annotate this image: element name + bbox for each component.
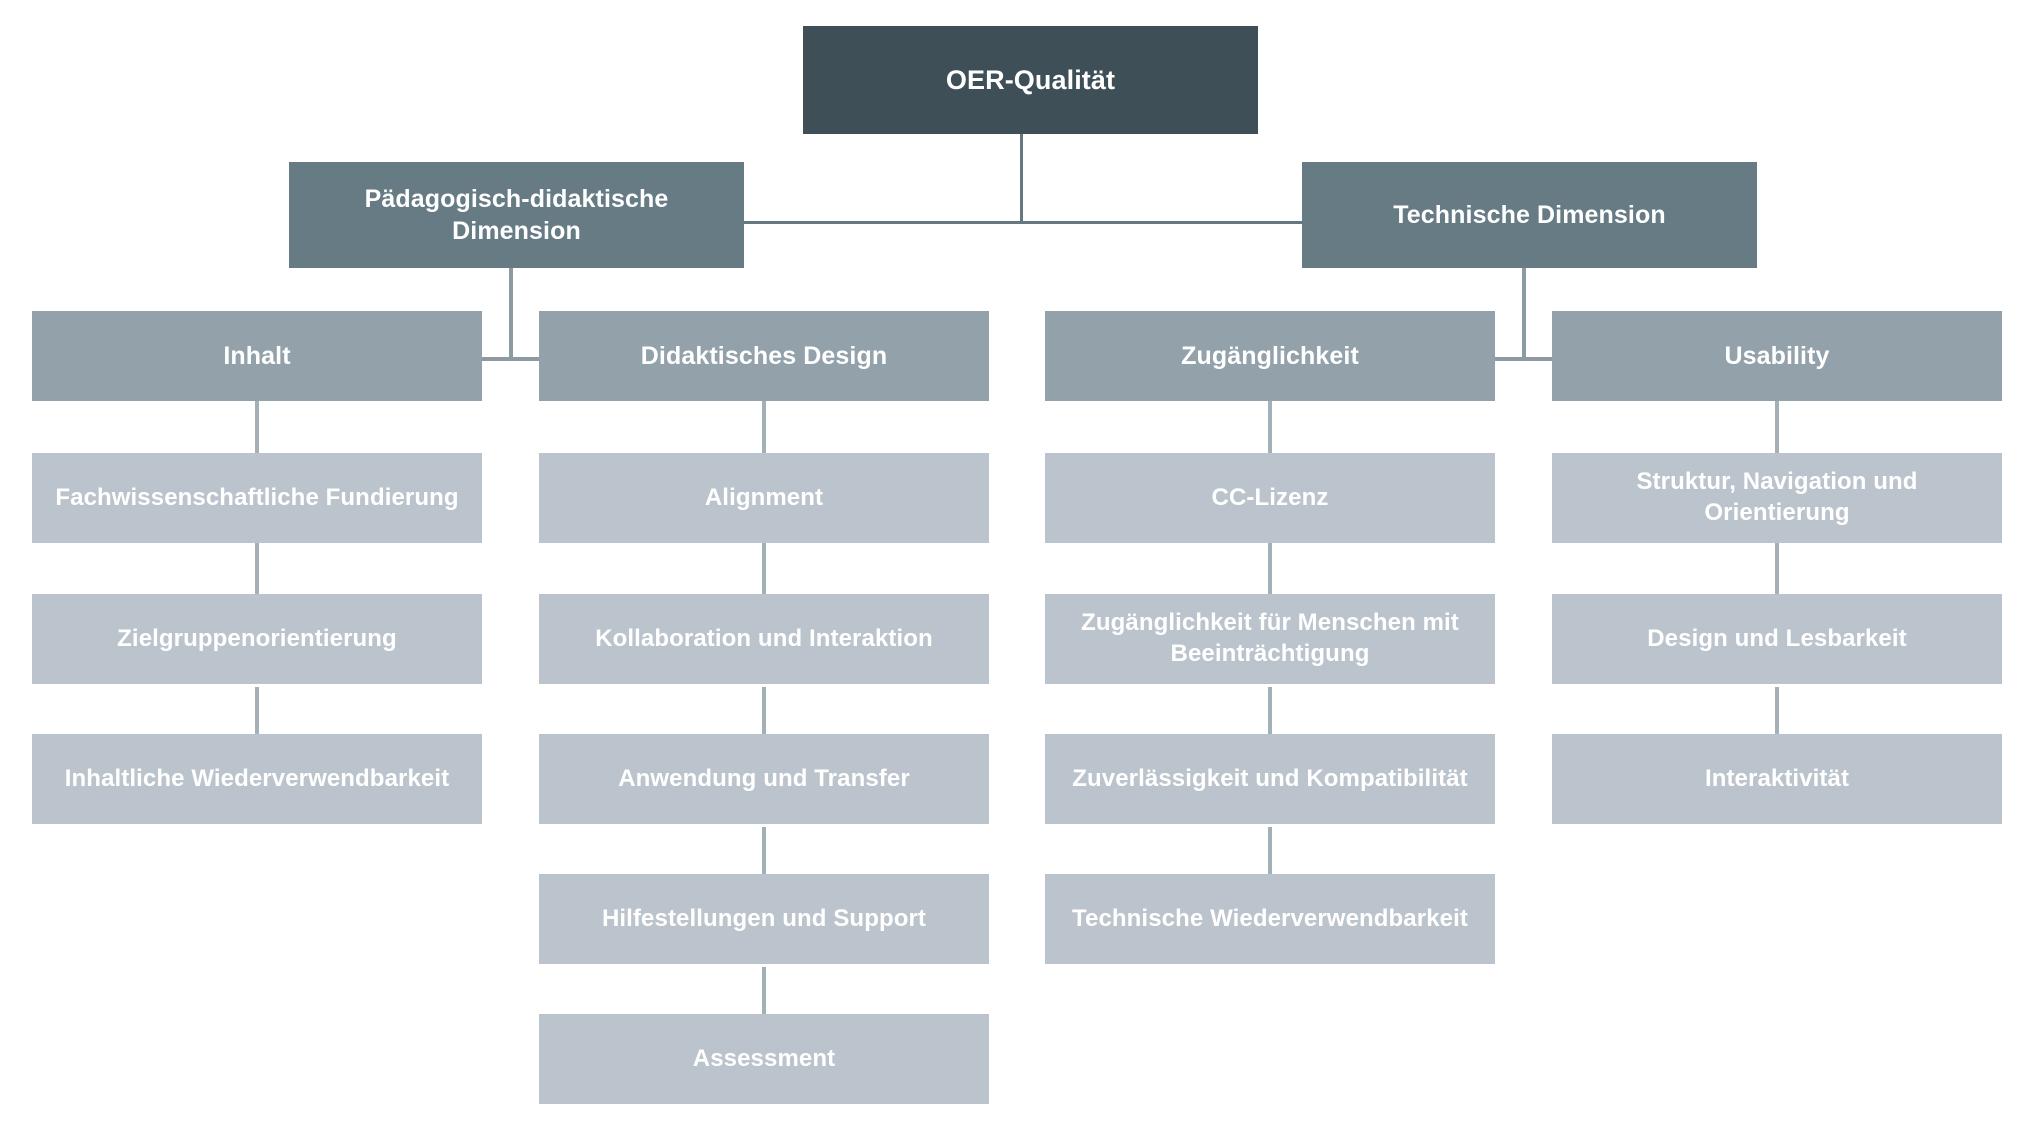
node-label: CC-Lizenz bbox=[1211, 483, 1329, 511]
node-label: Zielgruppenorientierung bbox=[117, 624, 397, 652]
connector-usability-2 bbox=[1775, 540, 1779, 597]
node-label: Zugänglichkeit für Menschen mit Beeinträ… bbox=[1081, 609, 1459, 667]
node-label: Hilfestellungen und Support bbox=[601, 904, 927, 932]
connector-didaktik-3 bbox=[762, 687, 766, 744]
node-zugaenglichkeit[interactable]: Zugänglichkeit bbox=[1045, 311, 1495, 401]
node-label: Alignment bbox=[704, 483, 824, 511]
node-label: Zugänglichkeit bbox=[1181, 342, 1359, 370]
node-inhalt[interactable]: Inhalt bbox=[32, 311, 482, 401]
node-technische-wiederverwendbarkeit[interactable]: Technische Wiederverwendbarkeit bbox=[1045, 874, 1495, 964]
node-fachwissenschaftliche-fundierung[interactable]: Fachwissenschaftliche Fundierung bbox=[32, 453, 482, 543]
connector-inhalt-2 bbox=[255, 540, 259, 597]
node-kollaboration-und-interaktion[interactable]: Kollaboration und Interaktion bbox=[539, 594, 989, 684]
connector-didaktik-1 bbox=[762, 400, 766, 457]
node-hilfestellungen-und-support[interactable]: Hilfestellungen und Support bbox=[539, 874, 989, 964]
connector-tech-bus bbox=[1270, 357, 1779, 361]
node-zuverlaessigkeit-und-kompatibilitaet[interactable]: Zuverlässigkeit und Kompatibilität bbox=[1045, 734, 1495, 824]
connector-zugang-1 bbox=[1268, 400, 1272, 457]
node-didaktisches-design[interactable]: Didaktisches Design bbox=[539, 311, 989, 401]
node-cc-lizenz[interactable]: CC-Lizenz bbox=[1045, 453, 1495, 543]
node-label: Fachwissenschaftliche Fundierung bbox=[55, 483, 459, 511]
node-assessment[interactable]: Assessment bbox=[539, 1014, 989, 1104]
node-label: Anwendung und Transfer bbox=[618, 764, 910, 792]
connector-zugang-2 bbox=[1268, 540, 1272, 597]
node-struktur-navigation-und-orientierung[interactable]: Struktur, Navigation und Orientierung bbox=[1552, 453, 2002, 543]
node-zielgruppenorientierung[interactable]: Zielgruppenorientierung bbox=[32, 594, 482, 684]
connector-zugang-3 bbox=[1268, 687, 1272, 744]
node-anwendung-und-transfer[interactable]: Anwendung und Transfer bbox=[539, 734, 989, 824]
node-inhaltliche-wiederverwendbarkeit[interactable]: Inhaltliche Wiederverwendbarkeit bbox=[32, 734, 482, 824]
connector-inhalt-3 bbox=[255, 687, 259, 744]
node-oer-qualitaet[interactable]: OER-Qualität bbox=[803, 26, 1258, 134]
node-interaktivitaet[interactable]: Interaktivität bbox=[1552, 734, 2002, 824]
node-label: Technische Wiederverwendbarkeit bbox=[1072, 904, 1468, 932]
node-label: Assessment bbox=[692, 1044, 836, 1072]
connector-didaktik-2 bbox=[762, 540, 766, 597]
connector-tech-stem bbox=[1522, 266, 1526, 360]
node-paedagogisch-didaktische-dimension[interactable]: Pädagogisch-didaktische Dimension bbox=[289, 162, 744, 268]
node-label: Inhaltliche Wiederverwendbarkeit bbox=[64, 764, 450, 792]
node-label: Usability bbox=[1724, 342, 1830, 370]
connector-paed-stem bbox=[509, 266, 513, 360]
connector-didaktik-4 bbox=[762, 827, 766, 884]
node-label: Kollaboration und Interaktion bbox=[595, 624, 933, 652]
node-label: Interaktivität bbox=[1704, 764, 1850, 792]
connector-paed-bus bbox=[257, 357, 766, 361]
connector-usability-1 bbox=[1775, 400, 1779, 457]
node-alignment[interactable]: Alignment bbox=[539, 453, 989, 543]
node-label: OER-Qualität bbox=[945, 64, 1116, 95]
connector-usability-3 bbox=[1775, 687, 1779, 744]
node-label: Design und Lesbarkeit bbox=[1647, 624, 1907, 652]
node-label: Didaktisches Design bbox=[640, 342, 888, 370]
connector-root-stem bbox=[1020, 133, 1023, 223]
connector-root-bus bbox=[728, 221, 1308, 224]
node-label: Struktur, Navigation und Orientierung bbox=[1636, 468, 1918, 526]
node-label: Zuverlässigkeit und Kompatibilität bbox=[1072, 764, 1468, 792]
node-label: Technische Dimension bbox=[1393, 201, 1666, 229]
node-technische-dimension[interactable]: Technische Dimension bbox=[1302, 162, 1757, 268]
node-zugaenglichkeit-fuer-menschen-mit-beeintraechtigung[interactable]: Zugänglichkeit für Menschen mit Beeinträ… bbox=[1045, 594, 1495, 684]
node-design-und-lesbarkeit[interactable]: Design und Lesbarkeit bbox=[1552, 594, 2002, 684]
node-usability[interactable]: Usability bbox=[1552, 311, 2002, 401]
node-label: Inhalt bbox=[223, 342, 291, 370]
connector-didaktik-5 bbox=[762, 967, 766, 1024]
node-label: Pädagogisch-didaktische Dimension bbox=[364, 185, 669, 245]
connector-inhalt-1 bbox=[255, 400, 259, 457]
connector-zugang-4 bbox=[1268, 827, 1272, 884]
